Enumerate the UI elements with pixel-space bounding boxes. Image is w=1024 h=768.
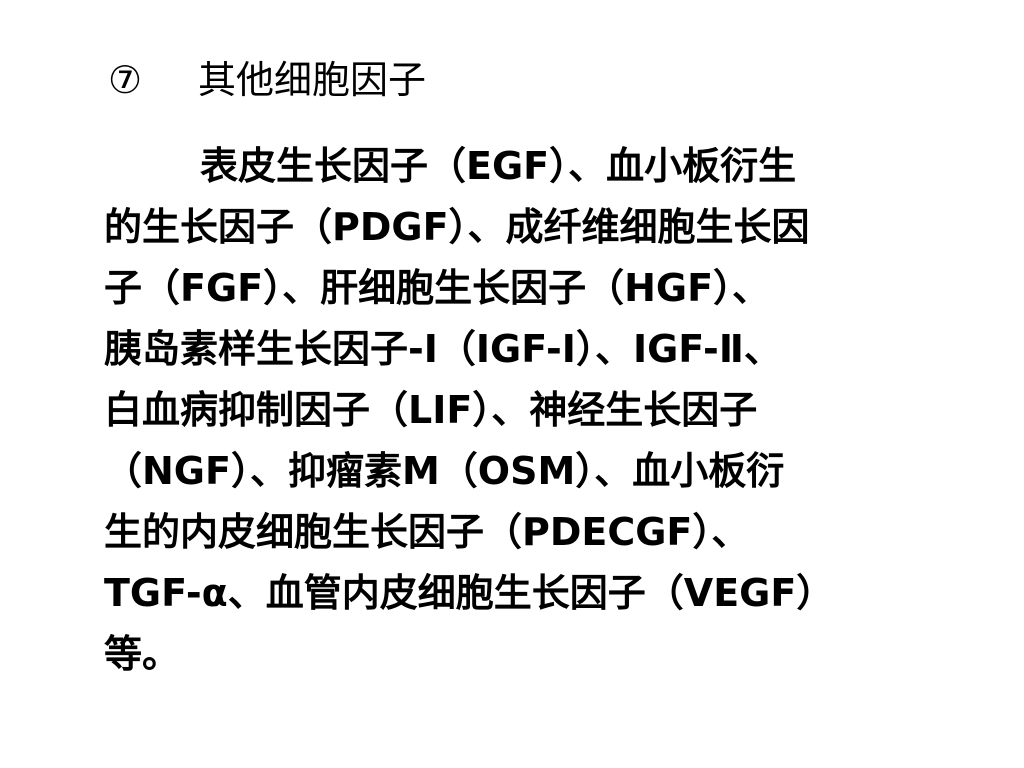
paragraph-line-7: 生的内皮细胞生长因子（PDECGF）、	[104, 510, 750, 554]
section-number: ⑦	[108, 58, 143, 102]
paragraph-line-6: （NGF）、抑瘤素M（OSM）、血小板衍	[104, 449, 785, 493]
paragraph-line-9: 等。	[104, 632, 181, 676]
section-heading: ⑦ 其他细胞因子	[108, 52, 426, 108]
paragraph-line-5: 白血病抑制因子（LIF）、神经生长因子	[104, 388, 758, 432]
paragraph-line-8: TGF-α、血管内皮细胞生长因子（VEGF）	[104, 571, 835, 615]
paragraph-line-3: 子（FGF）、肝细胞生长因子（HGF）、	[104, 266, 771, 310]
body-paragraph: 表皮生长因子（EGF）、血小板衍生 的生长因子（PDGF）、成纤维细胞生长因 子…	[104, 136, 984, 685]
paragraph-line-4: 胰岛素样生长因子-Ⅰ（IGF-Ⅰ）、IGF-Ⅱ、	[104, 327, 782, 371]
paragraph-line-2: 的生长因子（PDGF）、成纤维细胞生长因	[104, 205, 810, 249]
paragraph-line-1: 表皮生长因子（EGF）、血小板衍生	[200, 144, 797, 188]
section-title: 其他细胞因子	[198, 58, 427, 102]
